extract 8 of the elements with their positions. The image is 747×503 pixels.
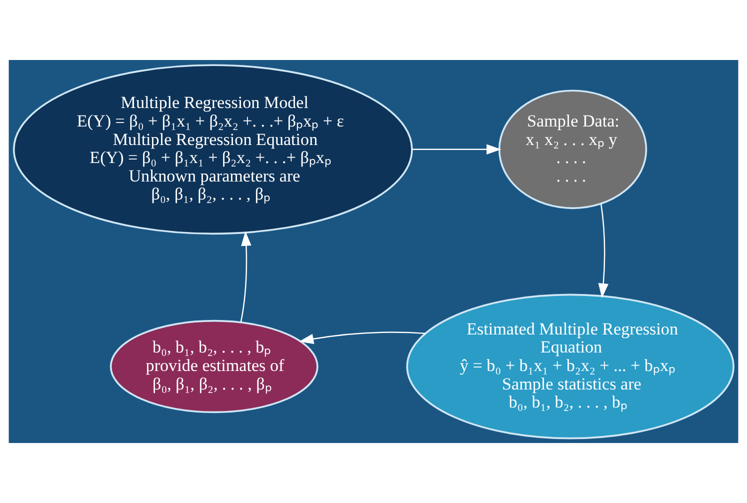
node-ellipse: Multiple Regression Model E(Y) = β₀ + β₁x₁ + β₂x₂ +. . .+ βₚxₚ + ε Multiple Regression Equation E(Y) = β₀ + β₁x₁ + β₂x₂ +. . .+ βₚxₚ Unknown parameters are β₀, β₁, β₂, . . . , βₚ [12,64,413,235]
arrow [298,332,426,344]
arrow [240,231,252,322]
node-ellipse: b₀, b₁, b₂, . . . , bₚ provide estimates of β₀, β₁, β₂, . . . , βₚ [110,320,318,414]
node-ellipse: Estimated Multiple Regression Equation ŷ = b₀ + b₁x₁ + b₂x₂ + ... + bₚxₚ Sample statistics are b₀, b₁, b₂, . . . , bₚ [406,294,734,440]
arrow [412,144,502,155]
arrow [598,204,608,298]
node-ellipse: Sample Data: x₁ x₂ . . . xₚ y . . . . . . . . [498,90,648,210]
